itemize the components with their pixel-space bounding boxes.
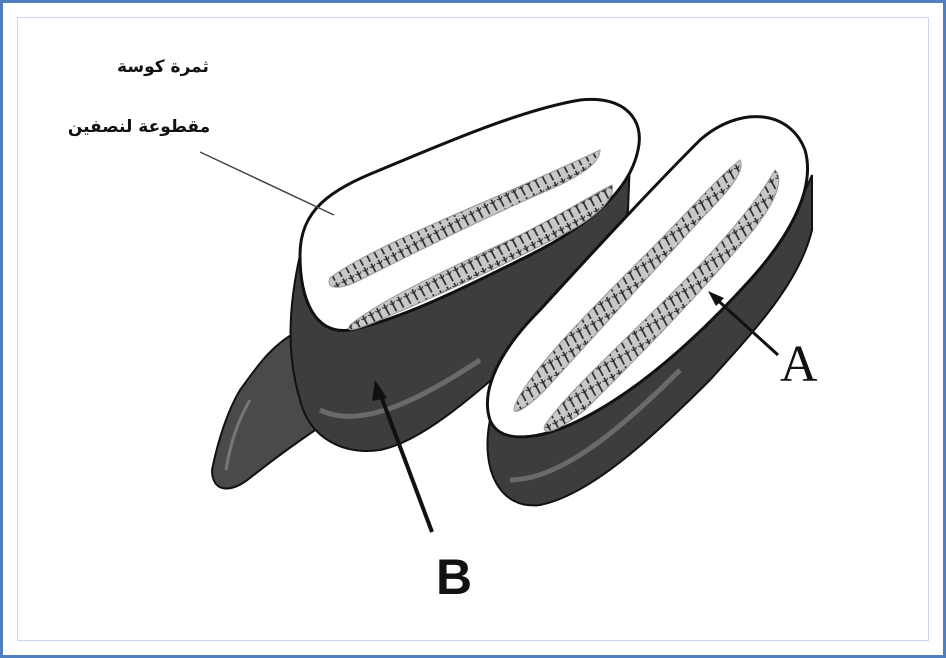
label-b: B <box>436 548 472 606</box>
title-label-line2: مقطوعة لنصفين <box>64 112 214 142</box>
title-label-line1: ثمرة كوسة <box>108 52 218 82</box>
title-pointer-line <box>200 152 334 215</box>
label-a: A <box>780 335 818 394</box>
